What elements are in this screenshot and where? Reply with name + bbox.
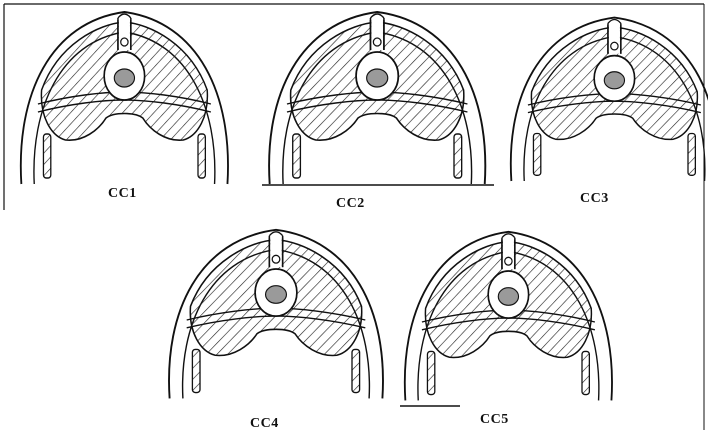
label-cc2: CC2	[336, 196, 365, 212]
label-cc4: CC4	[250, 416, 279, 432]
section-cc3-drawing	[511, 18, 708, 181]
section-cc4-drawing	[169, 230, 383, 399]
section-cc5-drawing	[405, 232, 612, 401]
label-cc3: CC3	[580, 191, 609, 207]
label-cc1: CC1	[108, 186, 137, 202]
section-cc1-drawing	[21, 12, 228, 184]
label-cc5: CC5	[480, 412, 509, 428]
section-cc2-drawing	[269, 12, 485, 184]
